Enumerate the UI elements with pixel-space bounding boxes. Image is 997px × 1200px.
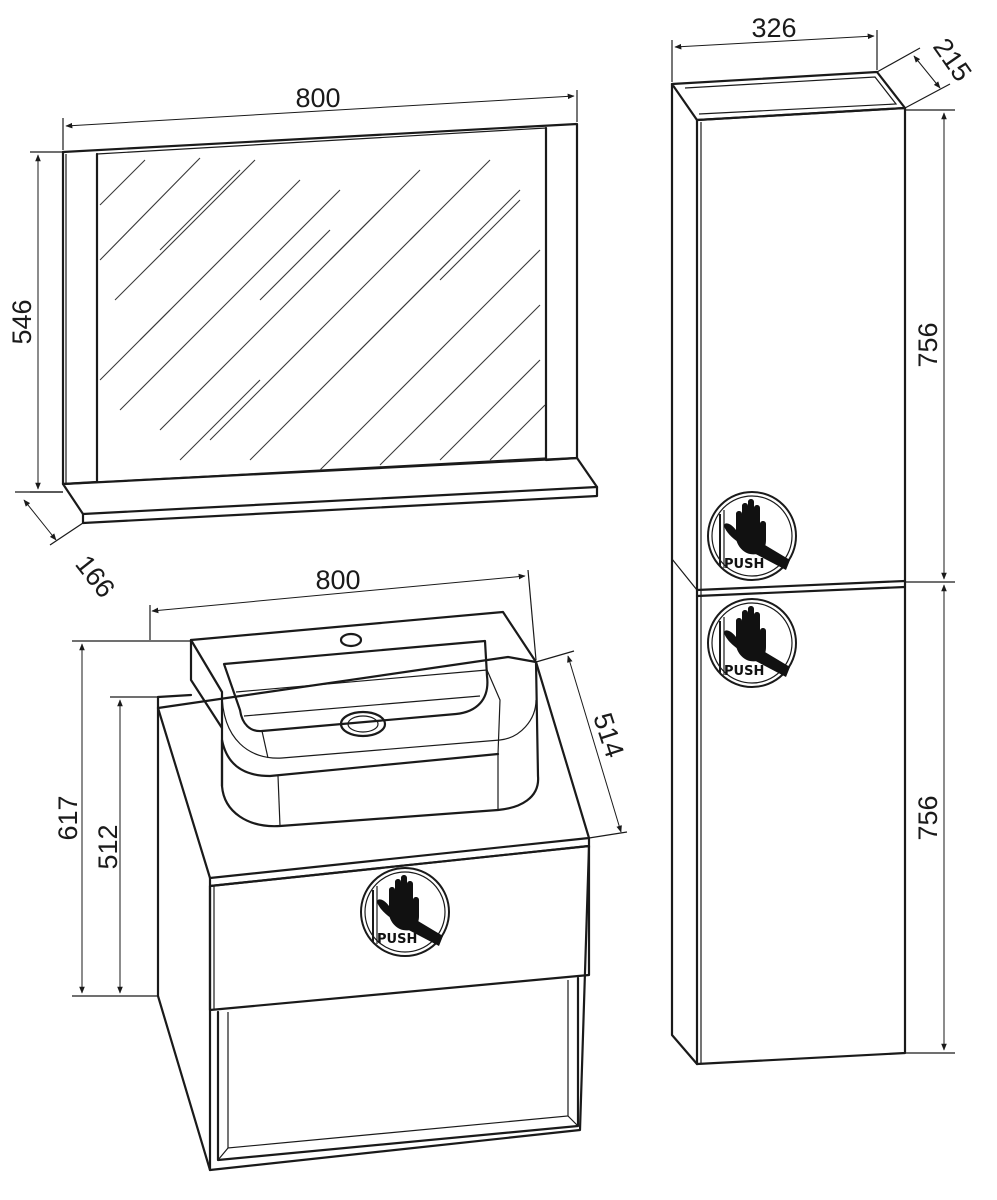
column-width-label: 326 — [751, 13, 796, 43]
mirror-width-label: 800 — [295, 83, 340, 113]
mirror-height-label: 546 — [7, 299, 37, 344]
svg-text:PUSH: PUSH — [377, 932, 417, 947]
column-lower-height-label: 756 — [913, 795, 943, 840]
column-depth-label: 215 — [927, 33, 977, 87]
tall-column-unit: PUSH PUSH 326 215 756 756 — [670, 13, 978, 1066]
column-upper-height-label: 756 — [913, 322, 943, 367]
vanity-width-label: 800 — [315, 565, 360, 595]
mirror-glass-hatching — [99, 157, 546, 471]
vanity-depth-label: 514 — [587, 709, 629, 761]
mirror-unit: 800 546 166 — [7, 83, 599, 603]
svg-text:PUSH: PUSH — [724, 664, 764, 679]
column-upper-push-badge: PUSH — [707, 491, 797, 581]
mirror-depth-label: 166 — [69, 549, 120, 603]
vanity-unit: PUSH 800 514 617 512 — [53, 565, 630, 1172]
drawer-push-badge: PUSH — [360, 867, 450, 957]
vanity-total-height-label: 617 — [53, 795, 83, 840]
column-lower-push-badge: PUSH — [707, 598, 797, 688]
vanity-body-height-label: 512 — [93, 824, 123, 869]
svg-text:PUSH: PUSH — [724, 557, 764, 572]
